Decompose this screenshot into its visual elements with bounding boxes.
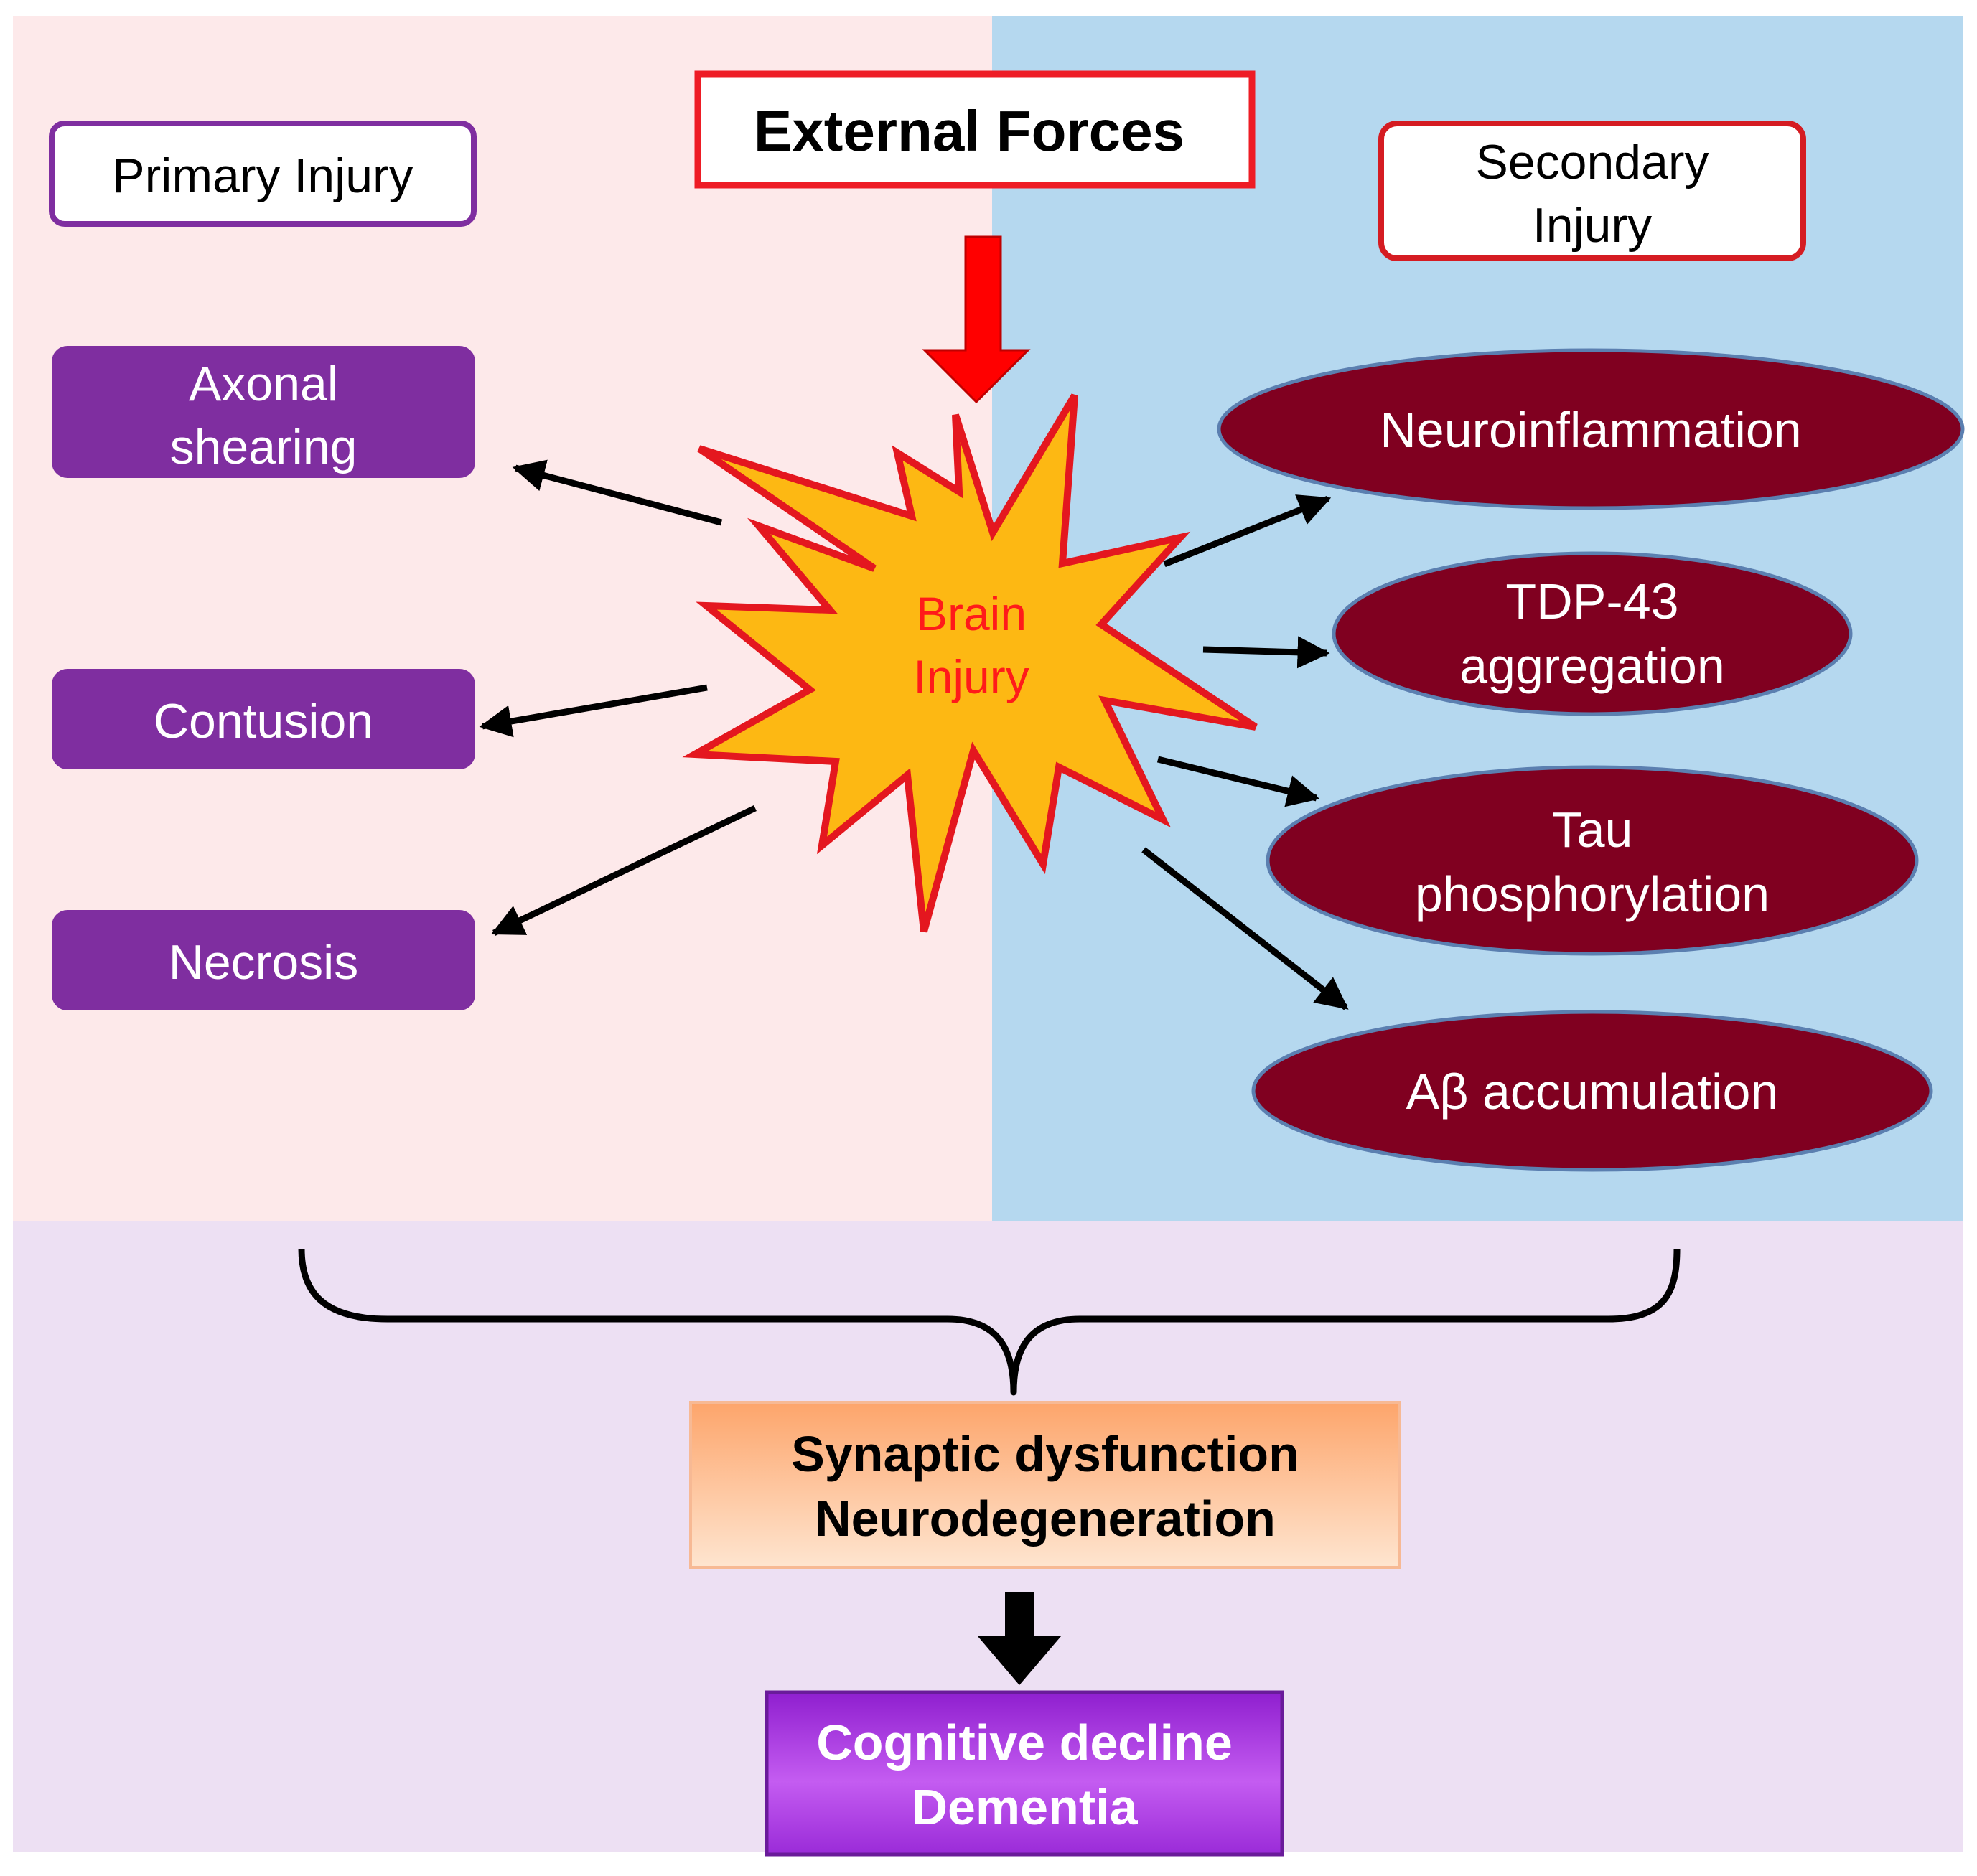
brain-injury-starburst [682, 393, 1258, 933]
necrosis-label: Necrosis [169, 935, 359, 990]
arrow-to-abeta [1141, 847, 1349, 1010]
synaptic-dysfunction-label: Synaptic dysfunction [791, 1426, 1299, 1482]
axonal-shearing-box: Axonal shearing [52, 346, 475, 478]
contusion-label: Contusion [154, 694, 373, 749]
outcome-down-arrow [978, 1592, 1061, 1685]
primary-injury-title-box: Primary Injury [49, 121, 477, 227]
neurodegeneration-label: Neurodegeneration [815, 1491, 1276, 1547]
arrow-to-tau [1156, 756, 1320, 807]
cognitive-decline-box: Cognitive decline Dementia [765, 1690, 1284, 1857]
secondary-injury-title-line2: Injury [1533, 198, 1652, 253]
axonal-shearing-label-line1: Axonal [189, 357, 338, 411]
synaptic-dysfunction-box: Synaptic dysfunction Neurodegeneration [689, 1401, 1401, 1569]
external-force-arrow [922, 235, 1031, 404]
arrow-to-neuroinflammation [1163, 494, 1332, 568]
arrow-to-tdp43 [1202, 636, 1330, 669]
external-forces-box: External Forces [694, 70, 1256, 189]
neuroinflammation-label: Neuroinflammation [1380, 402, 1801, 458]
secondary-injury-title-line1: Secondary [1475, 135, 1709, 189]
brain-injury-label-line2: Injury [913, 650, 1029, 703]
contusion-box: Contusion [52, 669, 475, 769]
external-forces-label: External Forces [754, 99, 1184, 163]
dementia-label: Dementia [911, 1779, 1138, 1835]
converging-brace [298, 1248, 1681, 1396]
tau-label-line1: Tau [1552, 802, 1633, 858]
tdp43-label-line2: aggregation [1459, 638, 1725, 694]
cognitive-decline-label: Cognitive decline [816, 1715, 1233, 1771]
abeta-label: Aβ accumulation [1406, 1064, 1779, 1120]
axonal-shearing-label-line2: shearing [170, 420, 357, 474]
tau-label-line2: phosphorylation [1415, 866, 1770, 922]
tau-ellipse: Tau phosphorylation [1266, 765, 1919, 956]
arrow-to-contusion [479, 684, 708, 738]
abeta-ellipse: Aβ accumulation [1251, 1010, 1933, 1172]
tdp43-label-line1: TDP-43 [1505, 573, 1678, 629]
primary-injury-title: Primary Injury [112, 149, 413, 203]
tdp43-ellipse: TDP-43 aggregation [1332, 551, 1853, 716]
necrosis-box: Necrosis [52, 910, 475, 1010]
brain-injury-label-line1: Brain [916, 587, 1027, 640]
secondary-injury-title-box: Secondary Injury [1378, 121, 1806, 261]
arrow-to-axonal-shearing [512, 459, 723, 526]
arrow-to-necrosis [490, 805, 757, 937]
neuroinflammation-ellipse: Neuroinflammation [1217, 348, 1965, 510]
